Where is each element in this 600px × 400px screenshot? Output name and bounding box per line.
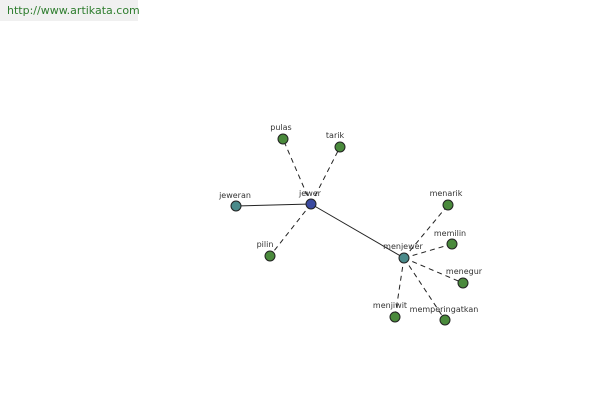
- node-jeweran[interactable]: [230, 200, 242, 212]
- node-label-menjiwit[interactable]: menjiwit: [373, 301, 407, 310]
- node-memilin[interactable]: [446, 238, 458, 250]
- node-label-jeweran[interactable]: jeweran: [218, 191, 251, 200]
- edge-menjewer-memperingatkan: [403, 257, 446, 321]
- edge-jewer-tarik: [310, 146, 341, 205]
- node-label-jewer[interactable]: jewer: [298, 189, 322, 198]
- node-label-memilin[interactable]: memilin: [434, 229, 466, 238]
- node-label-menjewer[interactable]: menjewer: [383, 242, 423, 251]
- edge-jewer-pilin: [269, 203, 312, 257]
- url-bar: http://www.artikata.com: [0, 0, 140, 21]
- node-label-pilin[interactable]: pilin: [257, 240, 274, 249]
- node-label-menarik[interactable]: menarik: [430, 189, 463, 198]
- node-jewer[interactable]: [305, 198, 317, 210]
- node-pulas[interactable]: [277, 133, 289, 145]
- edge-jewer-jeweran: [235, 203, 312, 207]
- node-layer: [230, 133, 469, 326]
- label-layer: jewer jeweran menjewer pulas tarik pilin menar…: [218, 123, 483, 314]
- node-menjewer[interactable]: [398, 252, 410, 264]
- edge-layer: [235, 138, 464, 321]
- node-label-pulas[interactable]: pulas: [270, 123, 291, 132]
- node-label-memperingatkan[interactable]: memperingatkan: [410, 305, 479, 314]
- edge-menjewer-menarik: [403, 204, 449, 259]
- edge-menjewer-menjiwit: [394, 257, 405, 318]
- node-tarik[interactable]: [334, 141, 346, 153]
- node-menegur[interactable]: [457, 277, 469, 289]
- node-pilin[interactable]: [264, 250, 276, 262]
- site-url-link[interactable]: http://www.artikata.com: [7, 4, 140, 17]
- edge-menjewer-menegur: [403, 257, 464, 284]
- node-menarik[interactable]: [442, 199, 454, 211]
- node-memperingatkan[interactable]: [439, 314, 451, 326]
- edge-jewer-menjewer: [310, 203, 405, 259]
- node-label-tarik[interactable]: tarik: [326, 131, 345, 140]
- edge-jewer-pulas: [282, 138, 312, 205]
- node-label-menegur[interactable]: menegur: [446, 267, 483, 276]
- node-menjiwit[interactable]: [389, 311, 401, 323]
